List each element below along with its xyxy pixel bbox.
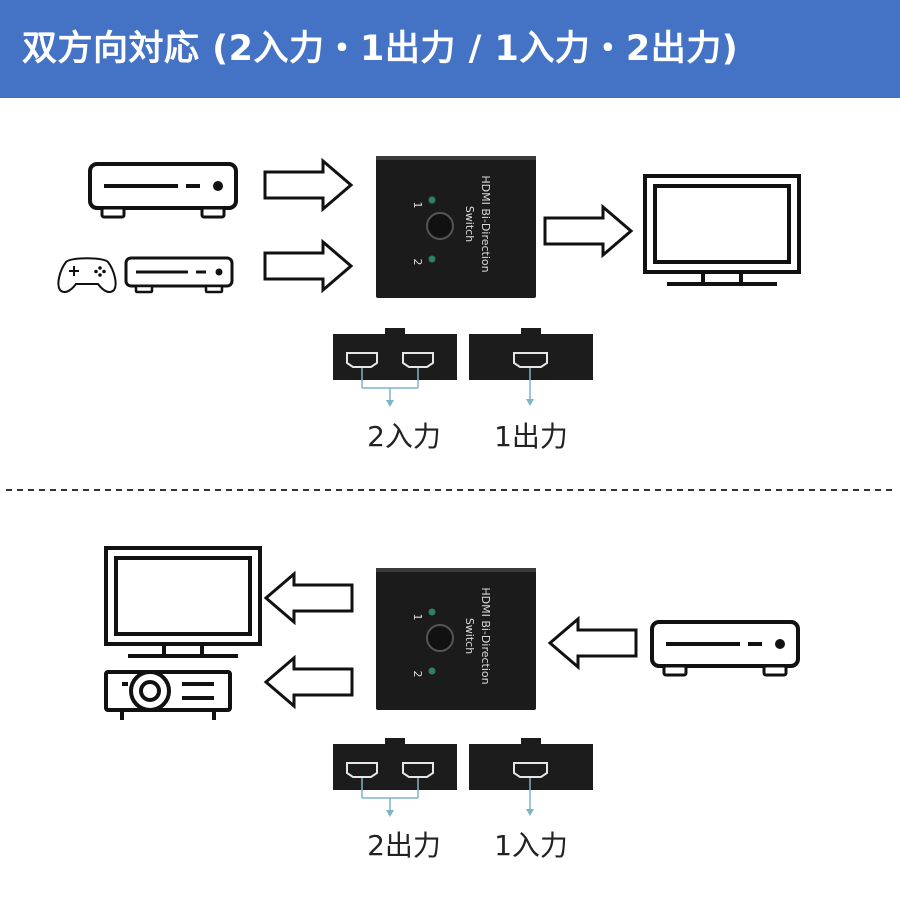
switch-port-2-label: 2 [411, 671, 424, 678]
switch-port-1-label: 1 [411, 202, 424, 209]
hdmi-output-panel [468, 327, 594, 381]
bottom-output-label: 2出力 [367, 829, 441, 862]
output-arrow-1-icon [264, 572, 354, 624]
switch-port-1-label: 1 [411, 614, 424, 621]
input-arrow-icon [548, 617, 638, 669]
game-console-icon [124, 256, 234, 294]
hdmi-switch-bottom: 1 2 HDMI Bi-Direction Switch [375, 567, 537, 711]
top-output-label: 1出力 [494, 420, 568, 453]
bottom-input-label: 1入力 [494, 829, 568, 862]
input-arrow-1-icon [263, 159, 353, 211]
output-arrow-icon [543, 205, 633, 257]
output-connector-line [526, 368, 534, 406]
tv-icon [104, 546, 262, 658]
hdmi-input-panel [332, 327, 458, 381]
media-player-icon [88, 162, 238, 219]
switch-name-line-2: Switch [463, 618, 476, 654]
input-connector-lines [361, 368, 419, 404]
projector-icon [104, 670, 232, 720]
input-connector-line [526, 778, 534, 816]
hdmi-switch-top: 1 2 HDMI Bi-Direction Switch [375, 155, 537, 299]
switch-port-2-label: 2 [411, 259, 424, 266]
media-player-icon [650, 620, 800, 677]
hdmi-input-panel [468, 737, 594, 791]
switch-name-line-1: HDMI Bi-Direction [479, 175, 492, 272]
switch-name-line-2: Switch [463, 206, 476, 242]
header-bar: 双方向対応 (2入力・1出力 / 1入力・2出力) [0, 0, 900, 98]
switch-name-line-1: HDMI Bi-Direction [479, 587, 492, 684]
tv-icon [643, 174, 801, 286]
hdmi-output-panel [332, 737, 458, 791]
game-controller-icon [57, 257, 117, 293]
output-arrow-2-icon [264, 656, 354, 708]
input-arrow-2-icon [263, 240, 353, 292]
page-title: 双方向対応 (2入力・1出力 / 1入力・2出力) [22, 29, 739, 69]
top-input-label: 2入力 [367, 420, 441, 453]
